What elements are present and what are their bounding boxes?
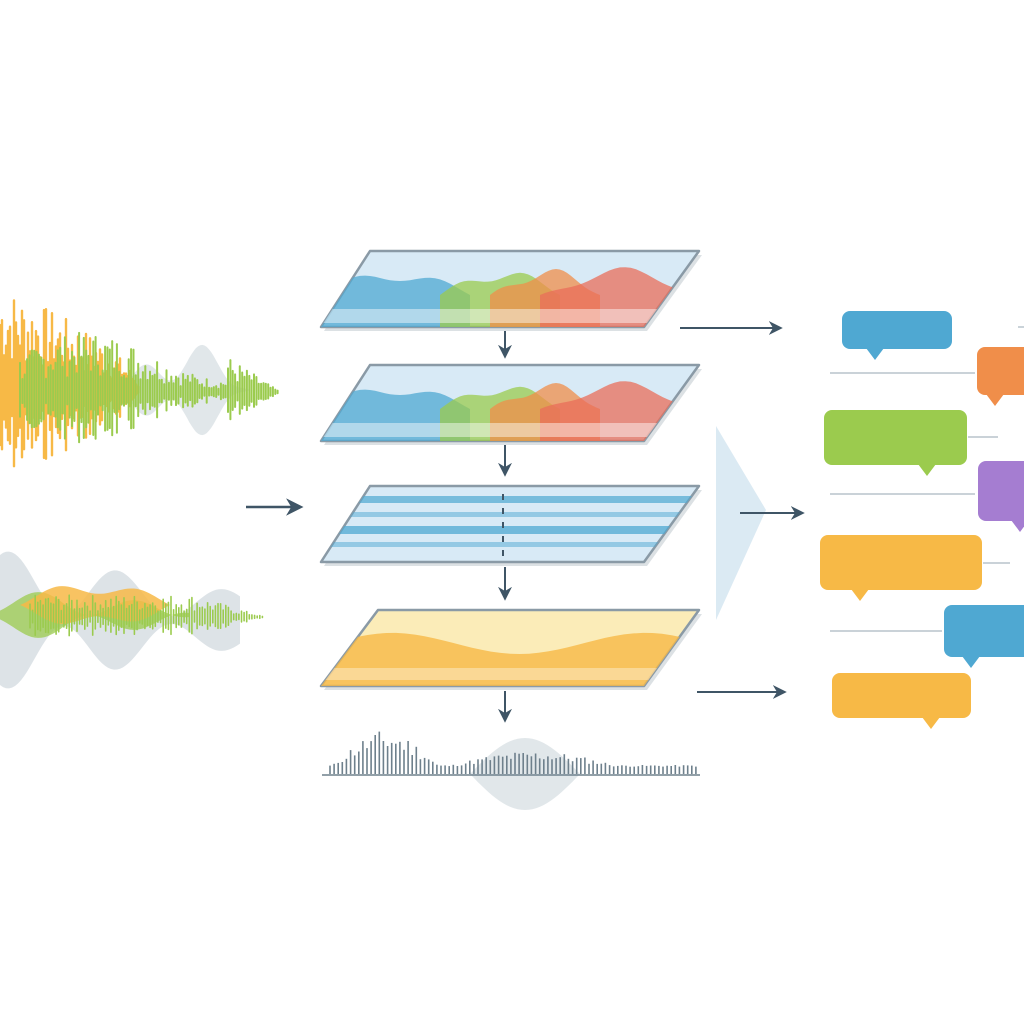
layer-content (321, 267, 699, 327)
speech-bubble-body (824, 410, 967, 465)
speech-bubble-tail (851, 589, 869, 601)
input-waveform-bottom (0, 551, 264, 689)
speech-bubble-body (842, 311, 952, 349)
layer-panel (319, 608, 702, 690)
bubble-1 (842, 311, 952, 360)
bubble-3 (824, 410, 967, 476)
layer-panel (319, 484, 702, 566)
speech-bubble-tail (962, 656, 980, 668)
speech-bubble-body (977, 347, 1024, 395)
speech-bubble-tail (922, 717, 940, 729)
speech-bubble-body (820, 535, 982, 590)
layer-panel (319, 363, 702, 445)
layer-panel (319, 249, 702, 331)
bubble-6 (944, 605, 1024, 668)
output-wave-halo (470, 738, 580, 810)
layer-highlight (321, 423, 699, 437)
bubble-7 (832, 673, 971, 729)
layer-stripe (321, 526, 699, 534)
output-wedge (716, 426, 766, 620)
layer-highlight (321, 309, 699, 323)
layer-highlight (321, 668, 699, 680)
layer-content (321, 632, 699, 686)
bubble-2 (977, 347, 1024, 406)
layer-band (321, 275, 470, 327)
bubble-connectors (830, 326, 1024, 632)
speech-bubble-tail (918, 464, 936, 476)
speech-bubble-tail (1011, 520, 1024, 532)
layer-stack (319, 249, 702, 690)
speech-bubble-body (978, 461, 1024, 521)
layer-band (321, 632, 699, 686)
layer-band (321, 389, 470, 441)
output-arrows (680, 321, 805, 699)
bubble-4 (978, 461, 1024, 532)
speech-bubble-tail (986, 394, 1004, 406)
speech-bubble-body (944, 605, 1024, 657)
layer-stripe (321, 512, 699, 517)
speech-bubble-tail (866, 348, 884, 360)
layer-stripe (321, 542, 699, 547)
bubble-5 (820, 535, 982, 601)
layer-stripe (321, 496, 699, 503)
output-waveform (322, 731, 700, 810)
layer-content (321, 494, 699, 556)
speech-bubbles (820, 311, 1024, 729)
input-waveform-top (0, 299, 279, 468)
speech-bubble-body (832, 673, 971, 718)
